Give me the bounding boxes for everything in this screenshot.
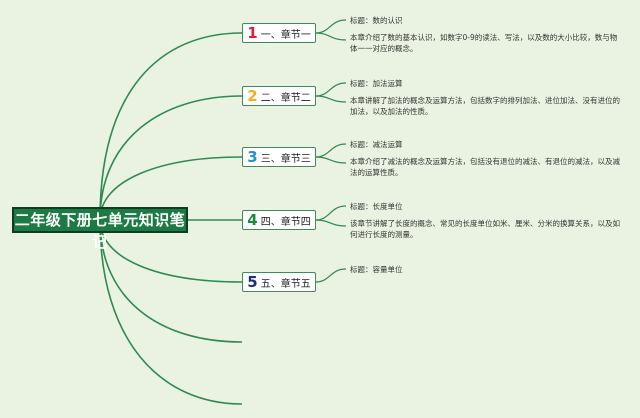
chapter-node-4[interactable]: 4 四、章节四 [242, 210, 316, 230]
chapter-detail-3: 标题：减法运算 本章介绍了减法的概念及运算方法，包括没有退位的减法、有退位的减法… [350, 139, 622, 178]
branch-line-1 [99, 32, 243, 221]
chapter-desc-4[interactable]: 该章节讲解了长度的概念、常见的长度单位如米、厘米、分米的换算关系，以及如何进行长… [350, 219, 620, 239]
branch-line-6 [99, 219, 243, 343]
chapter-detail-4: 标题：长度单位 该章节讲解了长度的概念、常见的长度单位如米、厘米、分米的换算关系… [350, 201, 622, 240]
branch-line-7 [99, 219, 243, 405]
leaf-line-4a [315, 205, 347, 221]
chapter-number-4: 4 [247, 211, 258, 229]
branch-line-3 [99, 156, 243, 221]
chapter-title-5[interactable]: 标题：容量单位 [350, 265, 403, 274]
branch-line-5 [99, 219, 243, 283]
chapter-title-1[interactable]: 标题：数的认识 [350, 16, 403, 25]
leaf-line-2a [315, 82, 347, 97]
chapter-number-2: 2 [247, 87, 258, 105]
chapter-detail-2: 标题：加法运算 本章讲解了加法的概念及运算方法，包括数字的排列加法、进位加法、没… [350, 78, 622, 117]
chapter-number-3: 3 [247, 148, 258, 166]
leaf-line-1a [315, 19, 347, 34]
chapter-node-1[interactable]: 1 一、章节一 [242, 23, 316, 43]
chapter-desc-3[interactable]: 本章介绍了减法的概念及运算方法，包括没有退位的减法、有退位的减法，以及减法的运算… [350, 157, 620, 177]
chapter-number-5: 5 [247, 273, 258, 291]
chapter-label-3: 三、章节三 [260, 153, 311, 165]
chapter-detail-5: 标题：容量单位 [350, 264, 622, 281]
leaf-line-4b [315, 219, 347, 227]
leaf-line-2b [315, 95, 347, 103]
chapter-node-5[interactable]: 5 五、章节五 [242, 272, 316, 292]
root-topic[interactable]: 二年级下册七单元知识笔记 [12, 207, 188, 251]
chapter-label-2: 二、章节二 [260, 92, 311, 104]
leaf-line-3b [315, 156, 347, 164]
chapter-desc-2[interactable]: 本章讲解了加法的概念及运算方法，包括数字的排列加法、进位加法、没有进位的加法，以… [350, 96, 620, 116]
chapter-title-2[interactable]: 标题：加法运算 [350, 79, 403, 88]
chapter-label-1: 一、章节一 [260, 29, 311, 41]
branch-line-2 [99, 95, 243, 221]
chapter-desc-1[interactable]: 本章介绍了数的基本认识，如数字0-9的读法、写法，以及数的大小比较，数与物体一一… [350, 33, 618, 53]
chapter-number-1: 1 [247, 24, 258, 42]
chapter-label-4: 四、章节四 [260, 216, 311, 228]
leaf-line-3a [315, 143, 347, 158]
leaf-line-1b [315, 32, 347, 41]
chapter-title-3[interactable]: 标题：减法运算 [350, 140, 403, 149]
chapter-title-4[interactable]: 标题：长度单位 [350, 202, 403, 211]
chapter-node-3[interactable]: 3 三、章节三 [242, 147, 316, 167]
chapter-label-5: 五、章节五 [260, 278, 311, 290]
leaf-line-5a [315, 268, 347, 283]
chapter-node-2[interactable]: 2 二、章节二 [242, 86, 316, 106]
chapter-detail-1: 标题：数的认识 本章介绍了数的基本认识，如数字0-9的读法、写法，以及数的大小比… [350, 15, 622, 54]
